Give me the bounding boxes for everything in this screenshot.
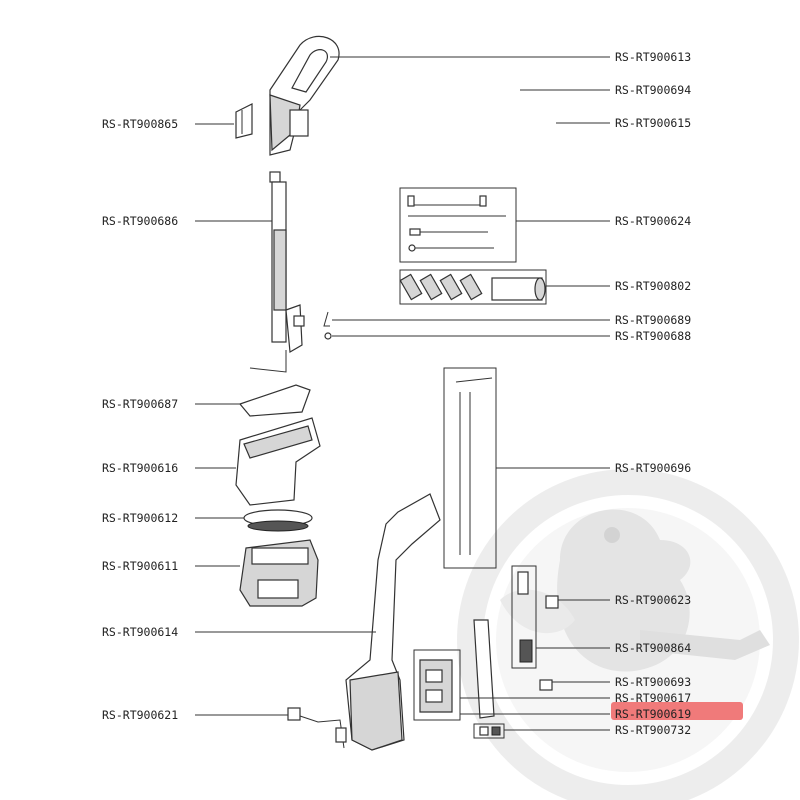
switch-part xyxy=(473,723,505,739)
label-rs-rt900613: RS-RT900613 xyxy=(615,50,691,64)
label-rs-rt900611: RS-RT900611 xyxy=(102,559,178,573)
connector-part xyxy=(539,679,553,691)
label-rs-rt900621: RS-RT900621 xyxy=(102,708,178,722)
duck-logo-watermark xyxy=(457,469,799,800)
label-rs-rt900615: RS-RT900615 xyxy=(615,116,691,130)
label-rs-rt900694: RS-RT900694 xyxy=(615,83,691,97)
nozzle-kit-box xyxy=(399,269,547,305)
leader-lines xyxy=(195,56,610,731)
label-rs-rt900689: RS-RT900689 xyxy=(615,313,691,327)
label-rs-rt900696: RS-RT900696 xyxy=(615,461,691,475)
main-frame-part xyxy=(345,493,441,751)
label-rs-rt900688: RS-RT900688 xyxy=(615,329,691,343)
gasket-part xyxy=(243,509,313,532)
spring-part xyxy=(323,311,330,327)
highlight-box xyxy=(611,702,743,720)
pipe-part xyxy=(473,619,495,719)
label-rs-rt900693: RS-RT900693 xyxy=(615,675,691,689)
label-rs-rt900864: RS-RT900864 xyxy=(615,641,691,655)
tank-part xyxy=(239,539,319,607)
label-rs-rt900686: RS-RT900686 xyxy=(102,214,178,228)
tube-part xyxy=(249,171,305,373)
label-rs-rt900616: RS-RT900616 xyxy=(102,461,178,475)
label-rs-rt900614: RS-RT900614 xyxy=(102,625,178,639)
pump-kit-box xyxy=(511,565,559,669)
label-rs-rt900624: RS-RT900624 xyxy=(615,214,691,228)
label-rs-rt900623: RS-RT900623 xyxy=(615,593,691,607)
hose-connector-part xyxy=(287,707,347,749)
valve-block-box xyxy=(413,649,461,721)
cover-part xyxy=(238,384,311,417)
label-rs-rt900865: RS-RT900865 xyxy=(102,117,178,131)
label-rs-rt900612: RS-RT900612 xyxy=(102,511,178,525)
handle-part xyxy=(269,35,340,156)
label-rs-rt900732: RS-RT900732 xyxy=(615,723,691,737)
ring-part xyxy=(324,332,332,340)
label-rs-rt900687: RS-RT900687 xyxy=(102,397,178,411)
cable-kit-box xyxy=(399,187,517,263)
upper-body-part xyxy=(235,417,321,506)
clip-part xyxy=(235,103,253,139)
rods-box xyxy=(443,367,497,569)
label-rs-rt900617: RS-RT900617 xyxy=(615,691,691,705)
label-rs-rt900802: RS-RT900802 xyxy=(615,279,691,293)
label-rs-rt900619[interactable]: RS-RT900619 xyxy=(615,707,691,721)
